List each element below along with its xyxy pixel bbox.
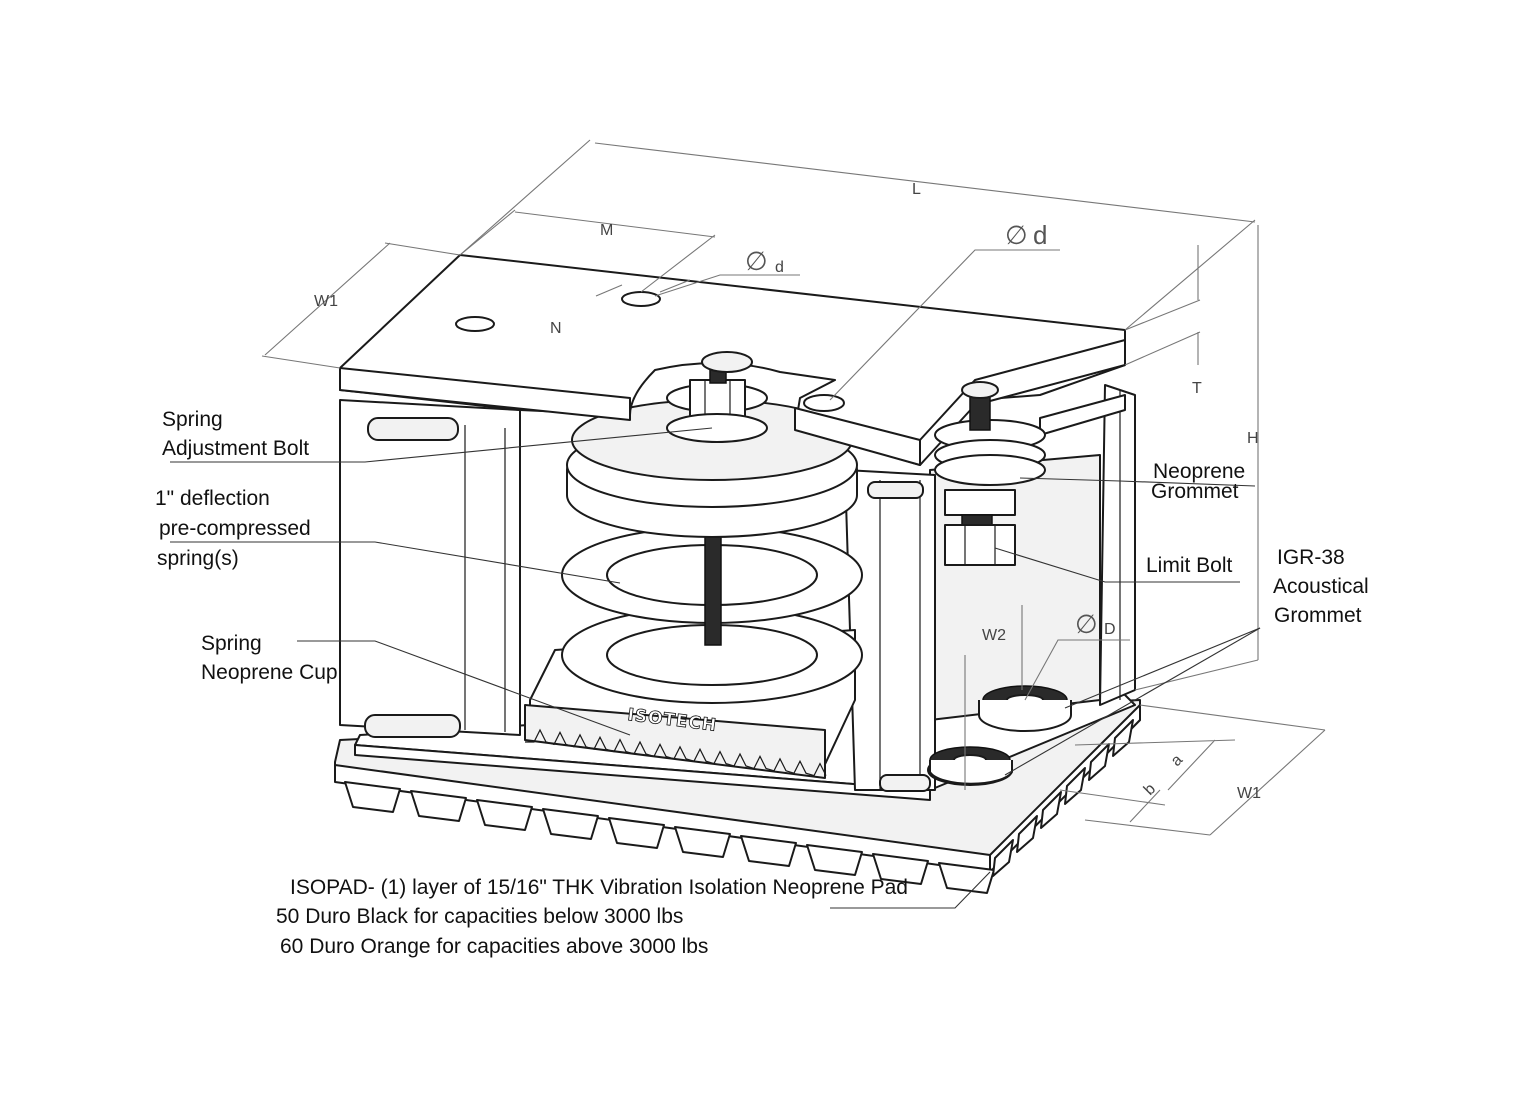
pad-rib (608, 817, 665, 849)
leader-lines (170, 427, 1261, 909)
threaded-rod (704, 534, 722, 646)
dim-b: b (1141, 780, 1159, 798)
pad-rib (476, 799, 533, 831)
dim-W2: W2 (982, 627, 1006, 644)
callout-spring-neoprene-cup: Spring Neoprene Cup (201, 632, 338, 684)
pad-rib (344, 781, 401, 813)
pad-rib (1064, 767, 1086, 805)
dim-H: H (1247, 430, 1259, 447)
callout-isopad: ISOPAD- (1) layer of 15/16" THK Vibratio… (276, 876, 914, 958)
pad-rib (1016, 815, 1038, 853)
phi-symbol-D: ∅ (1075, 609, 1098, 639)
pad-rib (1112, 719, 1134, 757)
dim-phi-d-large: d (1033, 220, 1047, 250)
dim-a: a (1168, 751, 1186, 769)
pad-rib (740, 835, 797, 867)
callout-limit-bolt: Limit Bolt (1146, 554, 1233, 577)
limit-bolt-assembly (934, 381, 1046, 566)
phi-symbol-large: ∅ (1005, 220, 1028, 250)
dim-N: N (550, 320, 562, 337)
spring-adjustment-bolt (666, 351, 768, 443)
pad-rib (410, 790, 467, 822)
pad-rib (872, 853, 929, 885)
pad-rib (674, 826, 731, 858)
dim-M: M (600, 222, 613, 239)
limit-bolt-nut (944, 524, 1016, 566)
callout-deflection-spring: 1" deflection pre-compressed spring(s) (155, 487, 317, 570)
igr-acoustical-grommets (927, 685, 1072, 786)
mounting-hole (803, 394, 845, 412)
dim-phi-D: D (1104, 621, 1116, 638)
dim-L: L (912, 181, 921, 198)
mounting-hole (455, 316, 495, 332)
dimension-labels: L M W1 N ∅ d ∅ d T H W2 ∅ D a b W1 (314, 181, 1261, 802)
pad-rib (1040, 791, 1062, 829)
dim-T: T (1192, 380, 1202, 397)
callout-neoprene-grommet: Neoprene Grommet (1151, 460, 1251, 503)
dimension-lines (261, 139, 1326, 836)
phi-symbol-small: ∅ (745, 246, 768, 276)
dim-phi-d-small: d (775, 259, 784, 276)
pad-rib (938, 862, 995, 894)
mounting-hole (621, 291, 661, 307)
pad-rib (542, 808, 599, 840)
pad-rib (992, 839, 1014, 877)
callout-igr-grommet: IGR-38 Acoustical Grommet (1273, 546, 1375, 627)
pad-rib (1088, 743, 1110, 781)
dim-W1-bottom: W1 (1237, 785, 1261, 802)
pad-rib (806, 844, 863, 876)
callout-labels: Spring Adjustment Bolt 1" deflection pre… (155, 408, 1375, 958)
spring-assembly (524, 399, 863, 779)
callout-spring-adjustment-bolt: Spring Adjustment Bolt (162, 408, 309, 460)
dim-W1-top: W1 (314, 293, 338, 310)
